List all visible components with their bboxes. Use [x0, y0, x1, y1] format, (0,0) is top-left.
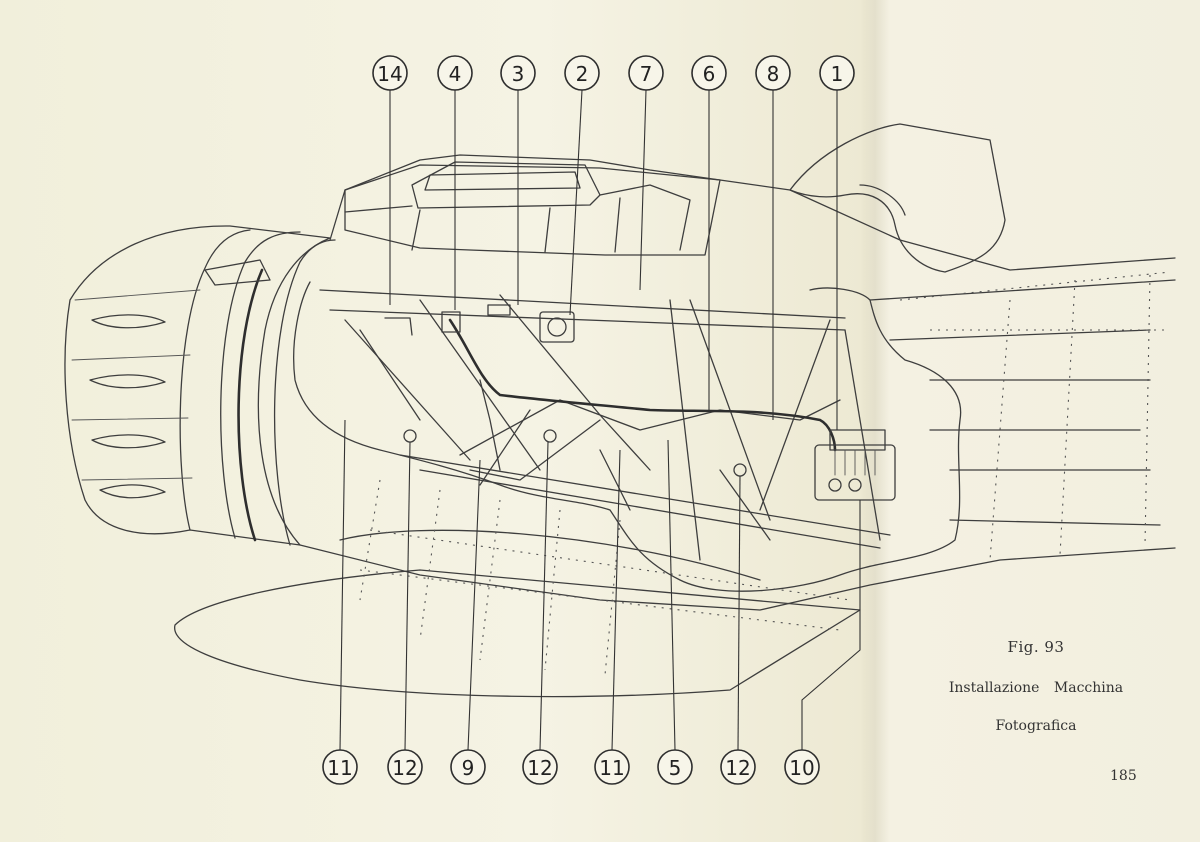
callout-4: 4	[437, 55, 473, 91]
svg-text:11: 11	[599, 756, 624, 780]
canopy	[344, 154, 721, 256]
callout-6: 6	[691, 55, 727, 91]
page-number: 185	[1110, 768, 1137, 784]
callout-11-left: 11	[322, 749, 358, 785]
svg-text:4: 4	[449, 62, 462, 86]
callout-3: 3	[500, 55, 536, 91]
svg-text:11: 11	[327, 756, 352, 780]
svg-text:7: 7	[640, 62, 653, 86]
camera-unit	[814, 429, 896, 501]
control-box	[539, 311, 575, 343]
callout-5: 5	[657, 749, 693, 785]
fuselage	[299, 164, 1176, 611]
svg-text:12: 12	[392, 756, 417, 780]
svg-text:3: 3	[512, 62, 525, 86]
leader-lines	[339, 89, 861, 751]
figure-number: Fig. 93	[1007, 638, 1065, 656]
callout-12-right: 12	[720, 749, 756, 785]
svg-text:12: 12	[725, 756, 750, 780]
callout-14: 14	[372, 55, 408, 91]
svg-text:2: 2	[576, 62, 589, 86]
callout-12-left: 12	[387, 749, 423, 785]
svg-text:14: 14	[377, 62, 402, 86]
callouts-top: 14 4 3 2 7 6 8 1	[372, 55, 855, 91]
tail-fin	[789, 123, 1006, 273]
svg-text:1: 1	[831, 62, 844, 86]
callout-10: 10	[784, 749, 820, 785]
page-fold	[860, 0, 890, 842]
cutaway-edge	[293, 281, 962, 592]
callout-9: 9	[450, 749, 486, 785]
internal-frame	[319, 289, 891, 561]
callout-11-right: 11	[594, 749, 630, 785]
svg-text:10: 10	[789, 756, 814, 780]
wing	[174, 479, 861, 698]
callout-1: 1	[819, 55, 855, 91]
figure-caption-line-2: Fotografica	[995, 718, 1077, 734]
svg-text:12: 12	[527, 756, 552, 780]
engine-cowling	[64, 225, 336, 546]
callouts-bottom: 11 12 9 12 11 5 12 10	[322, 749, 820, 785]
figure-caption-line-1: Installazione Macchina	[948, 680, 1124, 696]
callout-7: 7	[628, 55, 664, 91]
svg-text:9: 9	[462, 756, 475, 780]
cowling-slots	[89, 314, 166, 499]
callout-2: 2	[564, 55, 600, 91]
camera-cable	[448, 318, 837, 452]
svg-text:5: 5	[669, 756, 682, 780]
svg-text:8: 8	[767, 62, 780, 86]
callout-12-middle: 12	[522, 749, 558, 785]
svg-text:6: 6	[703, 62, 716, 86]
small-fittings	[384, 304, 747, 477]
callout-8: 8	[755, 55, 791, 91]
